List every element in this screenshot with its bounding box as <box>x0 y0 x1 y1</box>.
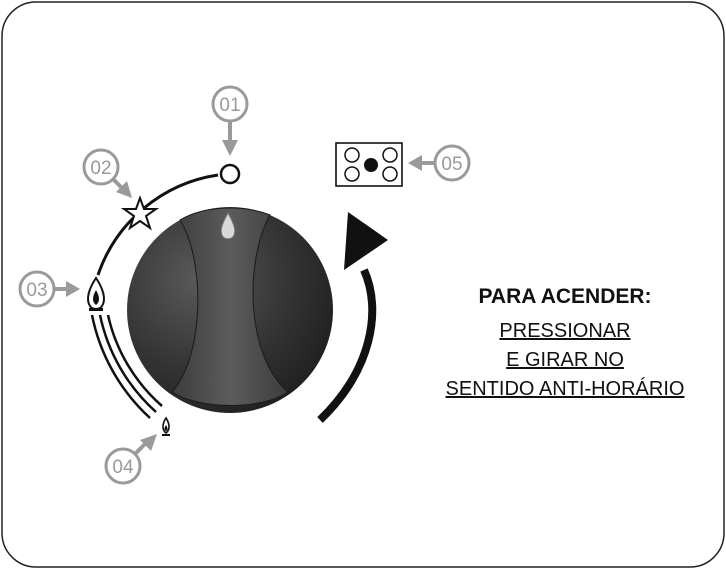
instructions-line-1: PRESSIONAR <box>499 320 630 342</box>
callout-03-label: 03 <box>26 280 47 301</box>
star-icon <box>120 195 160 231</box>
callout-04: 04 <box>104 434 157 485</box>
callout-05-label: 05 <box>441 154 462 175</box>
callout-03: 03 <box>18 270 80 308</box>
off-circle-icon <box>219 163 241 185</box>
callout-02-label: 02 <box>90 158 111 179</box>
callout-05: 05 <box>408 144 471 182</box>
large-flame-icon <box>87 276 105 311</box>
knob[interactable] <box>127 207 333 413</box>
lighting-instructions: PARA ACENDER: PRESSIONAR E GIRAR NO SENT… <box>446 285 685 400</box>
knob-grip <box>171 207 289 406</box>
callout-01: 01 <box>211 85 249 156</box>
flame-range-lines <box>90 314 163 419</box>
flame-drop-icon <box>220 211 236 240</box>
callout-01-label: 01 <box>219 95 240 116</box>
callout-02: 02 <box>82 148 132 198</box>
instructions-line-3: SENTIDO ANTI-HORÁRIO <box>446 377 685 400</box>
small-flame-icon <box>162 416 170 436</box>
instructions-line-2: E GIRAR NO <box>506 349 624 371</box>
counterclockwise-arrow-icon <box>317 212 388 423</box>
instructions-title: PARA ACENDER: <box>478 285 651 308</box>
callout-04-label: 04 <box>112 457 134 478</box>
burner-layout-icon <box>335 142 403 187</box>
